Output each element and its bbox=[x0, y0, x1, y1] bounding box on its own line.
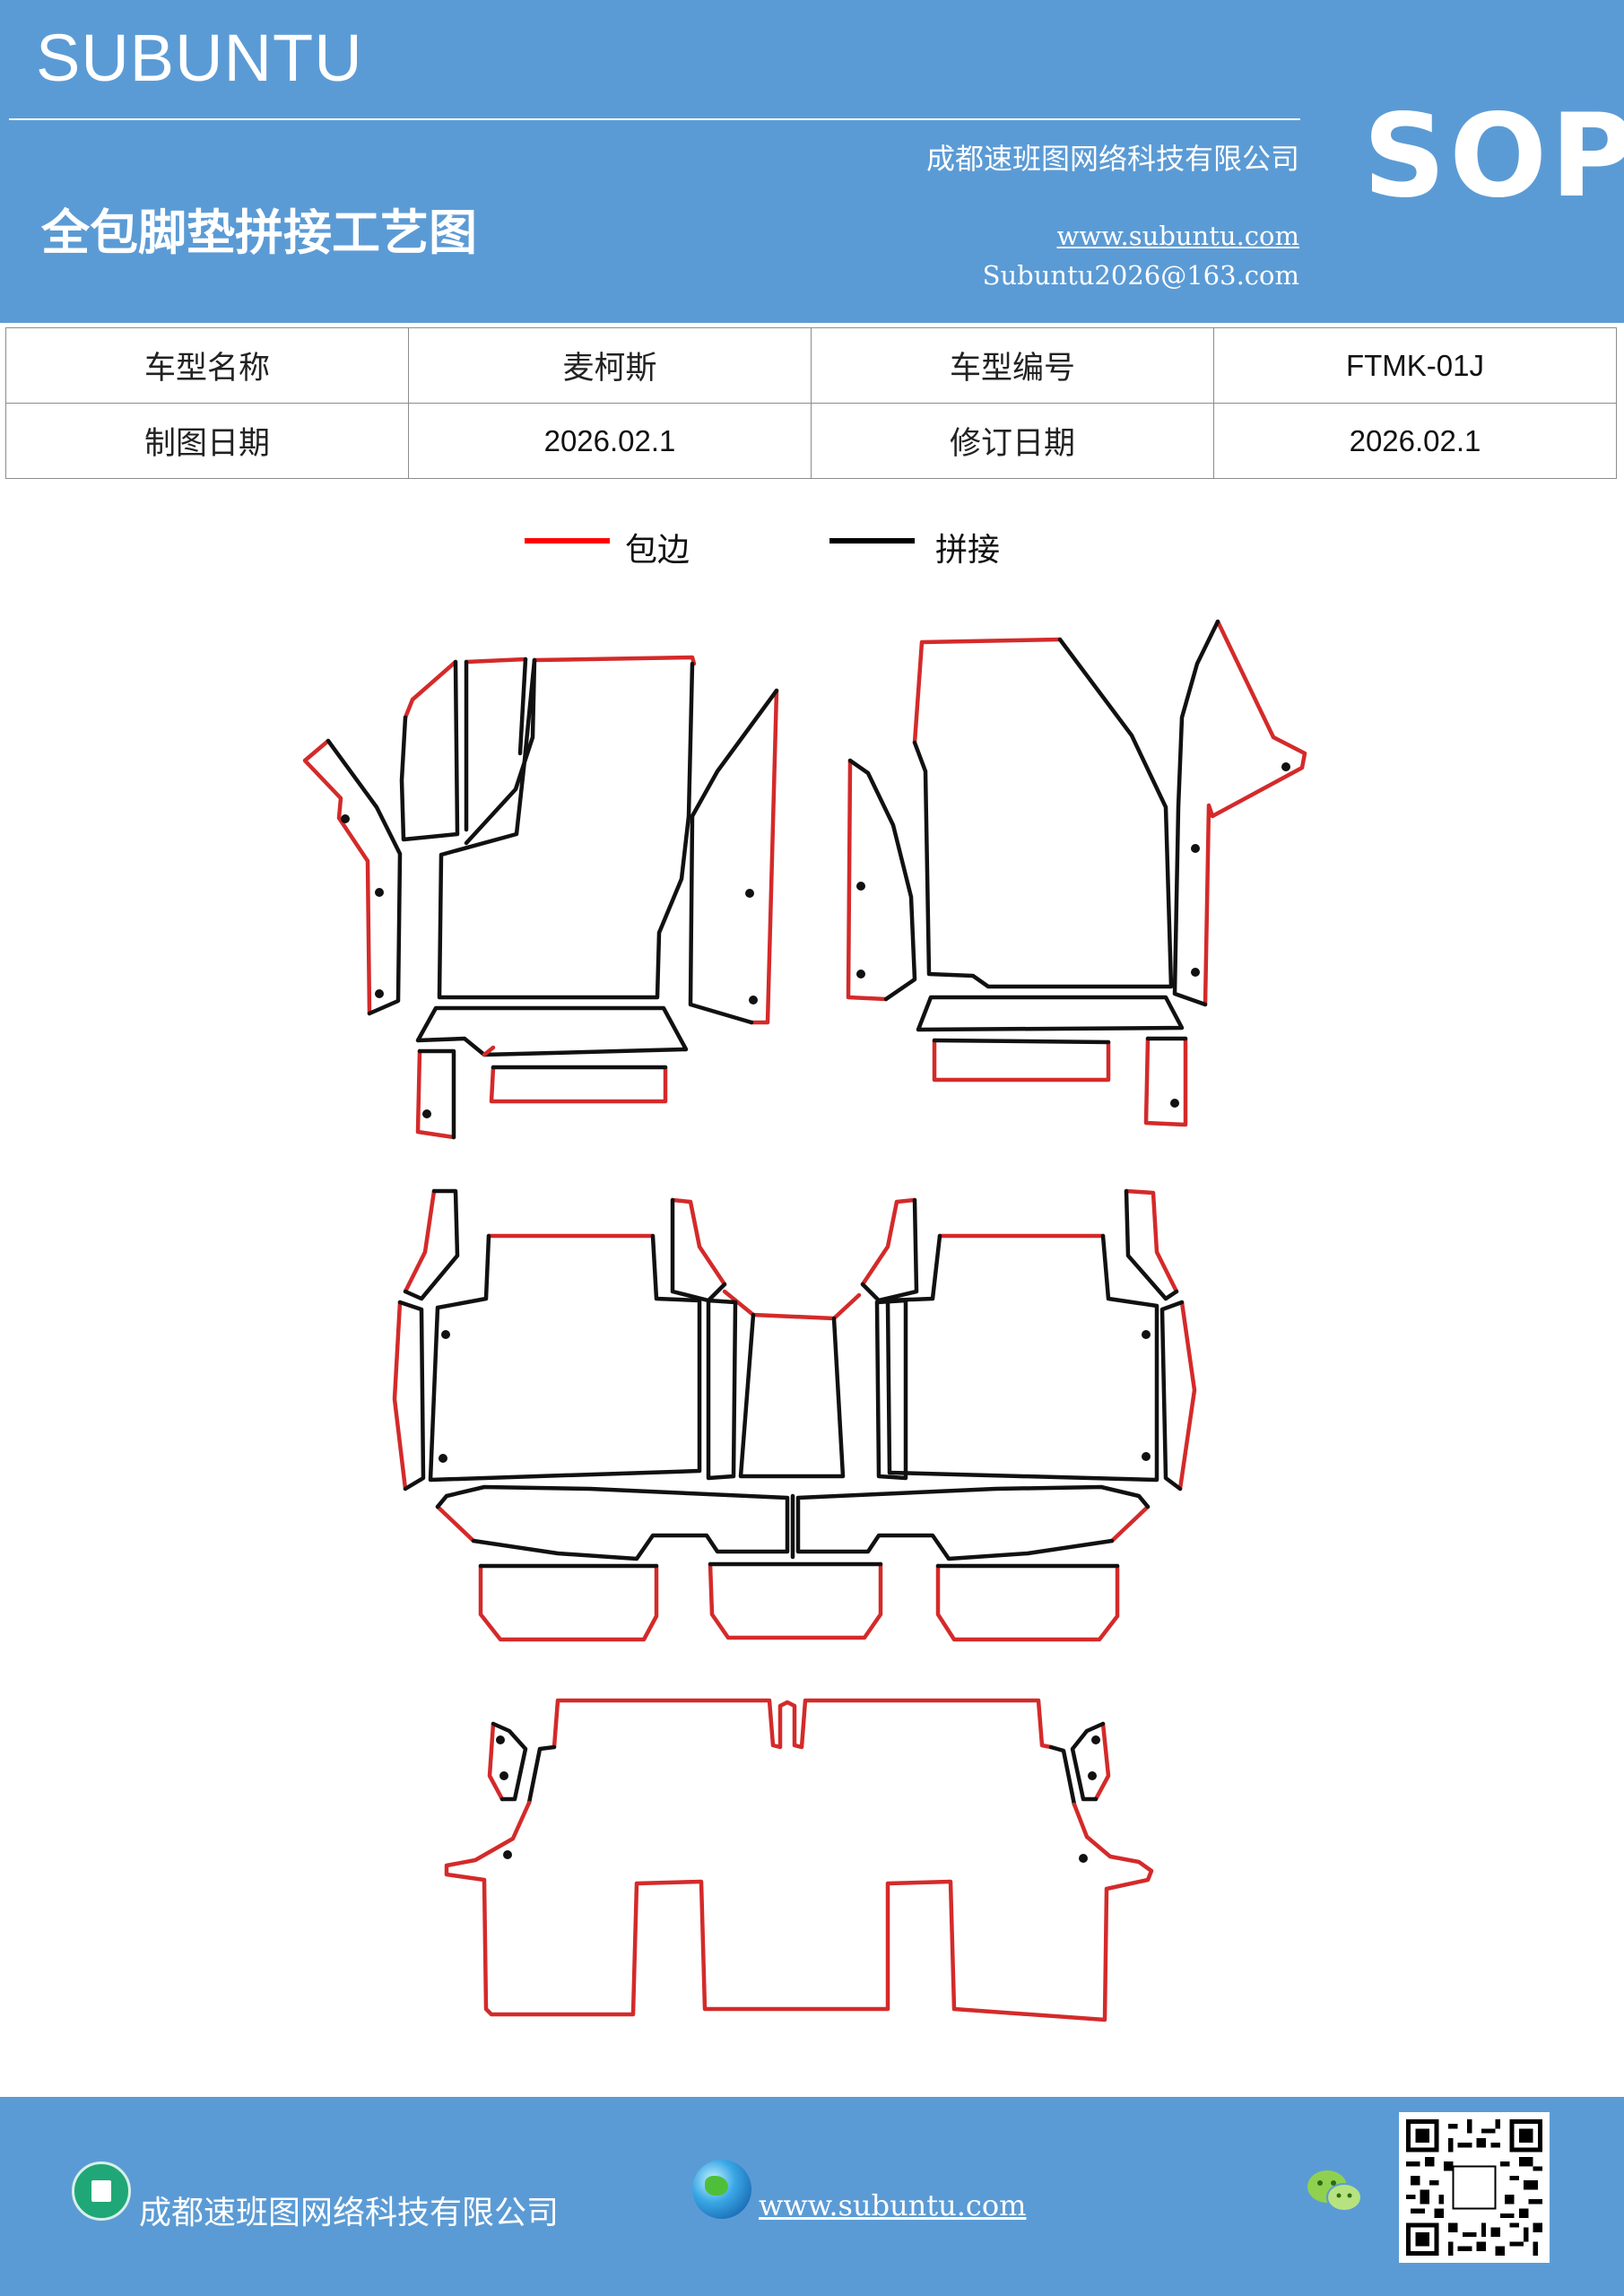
table-cell: 2026.02.1 bbox=[408, 403, 812, 479]
legend-swatch-seam bbox=[829, 538, 915, 544]
page-title: 全包脚垫拼接工艺图 bbox=[41, 204, 477, 261]
table-cell: 麦柯斯 bbox=[408, 327, 812, 404]
qr-code bbox=[1399, 2112, 1550, 2263]
table-cell: 车型名称 bbox=[5, 327, 409, 404]
mat-front-left bbox=[302, 655, 779, 1140]
legend-label-seam: 拼接 bbox=[935, 532, 1001, 569]
table-cell: FTMK-01J bbox=[1213, 327, 1617, 404]
email-address: Subuntu2026@163.com bbox=[982, 260, 1299, 291]
building-icon bbox=[72, 2161, 131, 2221]
header-divider bbox=[9, 118, 1300, 120]
globe-icon bbox=[692, 2160, 751, 2219]
wechat-icon[interactable] bbox=[1305, 2167, 1364, 2217]
table-cell: 修订日期 bbox=[811, 403, 1214, 479]
legend-label-edge: 包边 bbox=[625, 532, 690, 569]
website-link[interactable]: www.subuntu.com bbox=[1056, 221, 1299, 251]
company-name: 成都速班图网络科技有限公司 bbox=[925, 142, 1299, 176]
table-cell: 车型编号 bbox=[811, 327, 1214, 404]
footer-website-link[interactable]: www.subuntu.com bbox=[759, 2188, 1027, 2222]
sop-badge: SOP bbox=[1363, 90, 1624, 223]
footer-company-name: 成都速班图网络科技有限公司 bbox=[139, 2195, 560, 2231]
mat-second-row bbox=[392, 1188, 1197, 1642]
mat-front-right bbox=[846, 619, 1307, 1127]
table-cell: 制图日期 bbox=[5, 403, 409, 479]
legend-swatch-edge bbox=[525, 538, 610, 544]
footer-banner: 成都速班图网络科技有限公司 www.subuntu.com bbox=[0, 2097, 1624, 2296]
mat-third-row bbox=[444, 1698, 1154, 2022]
table-cell: 2026.02.1 bbox=[1213, 403, 1617, 479]
brand-name: SUBUNTU bbox=[36, 21, 363, 95]
header-banner: SUBUNTU 成都速班图网络科技有限公司 全包脚垫拼接工艺图 www.subu… bbox=[0, 0, 1624, 323]
